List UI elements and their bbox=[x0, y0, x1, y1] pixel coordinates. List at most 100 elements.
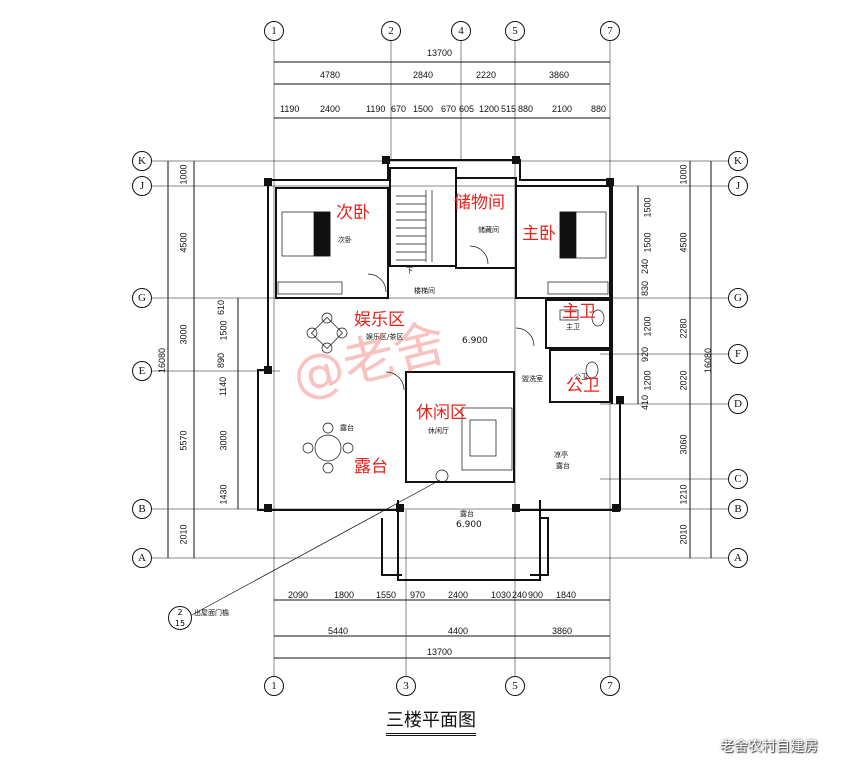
dim-top-mid-2: 2840 bbox=[413, 70, 434, 80]
label-pavilion-terrace-small: 露台 bbox=[556, 462, 570, 470]
dim-bottom-detail-7: 240 bbox=[512, 590, 528, 600]
dim-right-detail-1: 1500 bbox=[642, 197, 653, 218]
label-terrace: 露台 bbox=[354, 457, 388, 477]
axis-J-right: J bbox=[728, 176, 748, 196]
dim-right-detail-2: 1500 bbox=[642, 232, 653, 253]
axis-2-top: 2 bbox=[381, 21, 401, 41]
dim-top-detail-11: 2100 bbox=[552, 104, 573, 114]
dim-right-detail-8: 410 bbox=[640, 394, 651, 411]
dim-top-detail-12: 880 bbox=[591, 104, 607, 114]
dim-bottom-mid-1: 5440 bbox=[328, 626, 349, 636]
label-master-bath: 主卫 bbox=[562, 302, 596, 322]
elevation-mark-front: 6.900 bbox=[456, 520, 482, 530]
dim-right-detail-6: 920 bbox=[640, 346, 651, 363]
axis-C-right: C bbox=[728, 469, 748, 489]
axis-7-bottom: 7 bbox=[600, 676, 620, 696]
dim-right-mid-4: 2020 bbox=[678, 370, 689, 391]
detail-callout-text: 出屋面门檐 bbox=[194, 609, 229, 617]
dim-left-mid-3: 3000 bbox=[178, 324, 189, 345]
axis-G-left: G bbox=[132, 288, 152, 308]
dim-left-mid-5: 2010 bbox=[178, 524, 189, 545]
dim-top-mid-1: 4780 bbox=[320, 70, 341, 80]
dim-bottom-total: 13700 bbox=[427, 647, 453, 657]
dim-left-detail-2: 1500 bbox=[218, 320, 229, 341]
dim-bottom-detail-2: 1800 bbox=[334, 590, 355, 600]
dim-right-mid-5: 3060 bbox=[678, 434, 689, 455]
axis-4-top: 4 bbox=[451, 21, 471, 41]
dim-bottom-detail-6: 1030 bbox=[491, 590, 512, 600]
dim-top-detail-4: 670 bbox=[391, 104, 407, 114]
label-public-bath-small: 公卫 bbox=[574, 373, 588, 381]
dim-right-detail-5: 1200 bbox=[642, 316, 653, 337]
dim-top-detail-1: 1190 bbox=[280, 104, 300, 114]
axis-F-right: F bbox=[728, 344, 748, 364]
dim-right-mid-6: 1210 bbox=[678, 484, 689, 505]
label-entertainment-small: 娱乐区/茶区 bbox=[366, 333, 404, 341]
dim-top-mid-3: 2220 bbox=[476, 70, 497, 80]
dim-top-detail-8: 1200 bbox=[479, 104, 500, 114]
label-stair-small: 楼梯间 bbox=[414, 287, 435, 295]
label-laundry-small: 盥洗室 bbox=[522, 375, 543, 383]
axis-A-right: A bbox=[728, 548, 748, 568]
dim-bottom-detail-3: 1550 bbox=[376, 590, 397, 600]
label-down-small: 下 bbox=[406, 267, 413, 275]
axis-E-left: E bbox=[132, 361, 152, 381]
dim-bottom-detail-5: 2400 bbox=[448, 590, 469, 600]
dim-top-mid-4: 3860 bbox=[549, 70, 570, 80]
dim-right-detail-4: 830 bbox=[640, 280, 651, 297]
dim-top-detail-9: 515 bbox=[501, 104, 517, 114]
label-lounge: 休闲区 bbox=[416, 403, 467, 423]
axis-3-bottom: 3 bbox=[396, 676, 416, 696]
axis-1-top: 1 bbox=[264, 21, 284, 41]
dim-left-mid-1: 1000 bbox=[178, 164, 189, 185]
dim-bottom-mid-2: 4400 bbox=[448, 626, 469, 636]
dim-left-detail-1: 610 bbox=[216, 299, 227, 316]
dim-top-detail-7: 605 bbox=[459, 104, 475, 114]
axis-A-left: A bbox=[132, 548, 152, 568]
label-second-bedroom-small: 次卧 bbox=[338, 236, 352, 244]
dim-left-mid-2: 4500 bbox=[178, 232, 189, 253]
dim-left-detail-5: 3000 bbox=[218, 430, 229, 451]
dim-bottom-detail-8: 900 bbox=[528, 590, 544, 600]
axis-5-top: 5 bbox=[505, 21, 525, 41]
dim-bottom-detail-9: 1840 bbox=[556, 590, 577, 600]
axis-K-right: K bbox=[728, 151, 748, 171]
dim-bottom-detail-1: 2090 bbox=[288, 590, 309, 600]
dim-left-detail-6: 1430 bbox=[218, 484, 229, 505]
label-storage-small: 储藏间 bbox=[478, 226, 499, 234]
dim-top-detail-3: 1190 bbox=[366, 104, 386, 114]
dim-left-total: 16080 bbox=[157, 347, 168, 374]
axis-D-right: D bbox=[728, 394, 748, 414]
drawing-title: 三楼平面图 bbox=[386, 706, 476, 736]
label-terrace-small: 露台 bbox=[340, 424, 354, 432]
label-front-terrace-small: 露台 bbox=[460, 510, 474, 518]
dim-right-detail-3: 240 bbox=[640, 258, 651, 275]
label-storage: 储物间 bbox=[454, 193, 505, 213]
dim-left-mid-4: 5570 bbox=[178, 430, 189, 451]
axis-J-left: J bbox=[132, 176, 152, 196]
dim-top-detail-6: 670 bbox=[441, 104, 457, 114]
dim-top-total: 13700 bbox=[427, 48, 453, 58]
dim-left-detail-4: 1140 bbox=[218, 376, 229, 397]
axis-5-bottom: 5 bbox=[505, 676, 525, 696]
dim-right-mid-2: 4500 bbox=[678, 232, 689, 253]
dim-right-mid-3: 2280 bbox=[678, 318, 689, 339]
dim-right-mid-7: 2010 bbox=[678, 524, 689, 545]
label-master-bedroom: 主卧 bbox=[522, 224, 556, 244]
axis-G-right: G bbox=[728, 288, 748, 308]
label-second-bedroom: 次卧 bbox=[336, 203, 370, 223]
label-lounge-small: 休闲厅 bbox=[428, 427, 449, 435]
corner-watermark: 老舍农村自建房 bbox=[720, 739, 818, 755]
dim-bottom-detail-4: 970 bbox=[410, 590, 426, 600]
axis-7-top: 7 bbox=[600, 21, 620, 41]
axis-K-left: K bbox=[132, 151, 152, 171]
dim-top-detail-10: 880 bbox=[518, 104, 534, 114]
label-entertainment: 娱乐区 bbox=[354, 310, 405, 330]
dim-right-total: 16080 bbox=[703, 347, 714, 374]
dim-top-detail-5: 1500 bbox=[413, 104, 434, 114]
dim-top-detail-2: 2400 bbox=[320, 104, 341, 114]
axis-B-right: B bbox=[728, 499, 748, 519]
label-master-bath-small: 主卫 bbox=[566, 323, 580, 331]
